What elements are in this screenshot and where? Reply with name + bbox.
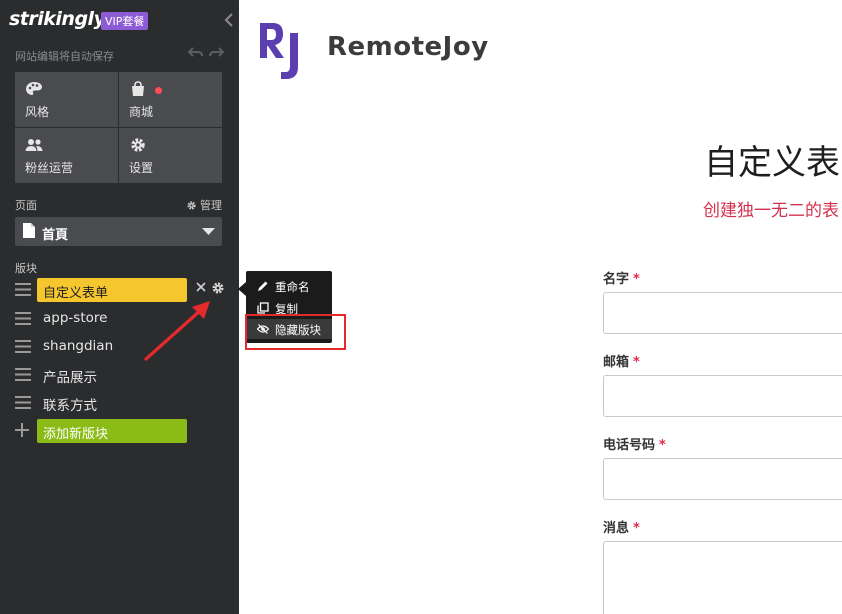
manage-label: 管理 xyxy=(200,199,222,212)
store-tile-label: 商城 xyxy=(129,105,154,119)
form-subtitle: 创建独一无二的表 xyxy=(703,201,839,221)
vip-badge[interactable]: VIP套餐 xyxy=(101,12,149,30)
undo-icon[interactable] xyxy=(188,46,204,60)
block-label: 自定义表单 xyxy=(43,286,109,301)
block-context-menu: 重命名 复制 隐藏版块 xyxy=(246,271,332,343)
block-item-contact[interactable]: 联系方式 xyxy=(15,391,190,415)
drag-handle-icon[interactable] xyxy=(15,312,31,325)
eye-off-icon xyxy=(257,324,269,334)
fans-tile-label: 粉丝运营 xyxy=(25,161,74,175)
hide-block-menu-item[interactable]: 隐藏版块 xyxy=(246,319,332,339)
block-item-app-store[interactable]: app-store xyxy=(15,307,190,331)
drag-handle-icon[interactable] xyxy=(15,283,31,296)
rename-menu-item[interactable]: 重命名 xyxy=(246,276,332,296)
add-block-button[interactable]: 添加新版块 xyxy=(15,419,190,443)
users-icon xyxy=(25,139,43,151)
shopping-bag-icon xyxy=(132,81,144,96)
email-input[interactable] xyxy=(603,375,842,417)
block-item-shangdian[interactable]: shangdian xyxy=(15,335,190,359)
rename-label: 重命名 xyxy=(275,280,310,294)
collapse-sidebar-icon[interactable] xyxy=(222,12,236,28)
current-page-label: 首頁 xyxy=(42,228,69,243)
phone-field-label: 电话号码* xyxy=(603,438,666,453)
fans-tile[interactable]: 粉丝运营 xyxy=(15,128,118,183)
copy-label: 复制 xyxy=(275,302,298,316)
add-block-label: 添加新版块 xyxy=(43,427,109,442)
block-label: 联系方式 xyxy=(43,398,97,414)
brand-name: RemoteJoy xyxy=(327,32,489,62)
store-tile[interactable]: 商城 xyxy=(119,72,222,127)
block-item-custom-form[interactable]: 自定义表单 xyxy=(15,278,190,302)
name-field-label: 名字* xyxy=(603,272,640,287)
message-textarea[interactable] xyxy=(603,541,842,614)
pencil-icon xyxy=(258,281,268,291)
phone-input[interactable] xyxy=(603,458,842,500)
copy-menu-item[interactable]: 复制 xyxy=(246,298,332,318)
remotejoy-logo xyxy=(260,23,298,79)
editor-menu-grid: 风格 商城 粉丝运营 设置 xyxy=(15,72,222,183)
hide-block-label: 隐藏版块 xyxy=(275,323,321,337)
settings-tile-label: 设置 xyxy=(129,161,154,175)
palette-icon xyxy=(26,82,42,95)
document-icon xyxy=(23,223,35,238)
message-field-label: 消息* xyxy=(603,521,640,536)
block-settings-gear-icon[interactable] xyxy=(211,281,225,295)
manage-pages-link[interactable]: 管理 xyxy=(186,197,222,213)
redo-icon[interactable] xyxy=(208,46,224,60)
email-field-label: 邮箱* xyxy=(603,355,640,370)
drag-handle-icon[interactable] xyxy=(15,396,31,409)
context-menu-pointer xyxy=(238,282,246,296)
plus-icon xyxy=(15,423,29,437)
blocks-section-label: 版块 xyxy=(15,262,37,275)
style-tile[interactable]: 风格 xyxy=(15,72,118,127)
active-block-chip: 自定义表单 xyxy=(37,278,187,302)
style-tile-label: 风格 xyxy=(25,105,50,119)
block-label: app-store xyxy=(43,310,108,326)
strikingly-logo: strikingly xyxy=(9,8,106,30)
editor-sidebar: strikingly VIP套餐 网站编辑将自动保存 风格 商城 xyxy=(0,0,239,614)
drag-handle-icon[interactable] xyxy=(15,340,31,353)
gear-icon xyxy=(187,200,196,210)
chevron-down-icon xyxy=(202,228,215,235)
page-selector[interactable]: 首頁 xyxy=(15,217,222,246)
block-label: shangdian xyxy=(43,338,114,354)
notification-dot xyxy=(155,87,162,94)
add-block-chip: 添加新版块 xyxy=(37,419,187,443)
name-input[interactable] xyxy=(603,292,842,334)
block-item-products[interactable]: 产品展示 xyxy=(15,363,190,387)
gear-icon xyxy=(131,138,145,152)
drag-handle-icon[interactable] xyxy=(15,368,31,381)
close-icon[interactable] xyxy=(196,282,206,292)
autosave-note: 网站编辑将自动保存 xyxy=(15,50,114,63)
settings-tile[interactable]: 设置 xyxy=(119,128,222,183)
pages-section-label: 页面 xyxy=(15,199,37,212)
form-title: 自定义表 xyxy=(704,143,840,183)
block-label: 产品展示 xyxy=(43,370,97,386)
copy-icon xyxy=(257,302,269,314)
